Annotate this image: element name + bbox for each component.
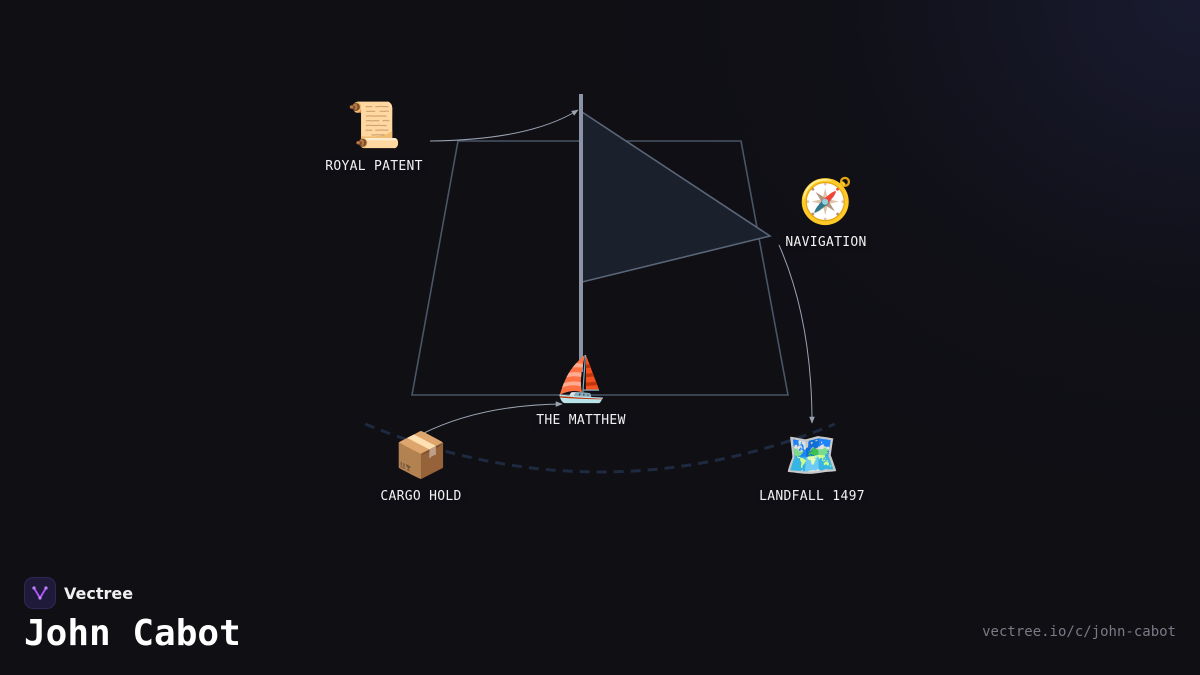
node-cargo-hold: 📦 CARGO HOLD: [376, 430, 466, 505]
sailboat-icon: ⛵: [553, 354, 609, 405]
node-label: CARGO HOLD: [376, 488, 466, 505]
source-url[interactable]: vectree.io/c/john-cabot: [982, 624, 1176, 640]
node-the-matthew: ⛵ THE MATTHEW: [532, 354, 630, 429]
node-label: ROYAL PATENT: [321, 158, 427, 175]
page-title: John Cabot: [24, 613, 241, 654]
scroll-icon: 📜: [346, 100, 402, 151]
sail: [581, 110, 772, 284]
world-map-icon: 🗺️: [784, 430, 840, 481]
hull-outline: [411, 140, 789, 396]
connector-navigation-to-landfall: [778, 244, 815, 424]
node-label: THE MATTHEW: [532, 412, 630, 429]
node-royal-patent: 📜 ROYAL PATENT: [321, 100, 427, 175]
node-navigation: 🧭 NAVIGATION: [781, 176, 871, 251]
vectree-logo-icon: [24, 577, 56, 609]
node-landfall-1497: 🗺️ LANDFALL 1497: [755, 430, 869, 505]
brand-name: Vectree: [64, 583, 134, 603]
node-label: LANDFALL 1497: [755, 488, 869, 505]
compass-icon: 🧭: [798, 176, 854, 227]
connector-cargo-to-matthew: [421, 401, 563, 435]
brand: Vectree: [24, 577, 133, 609]
connector-patent-to-mast: [429, 109, 579, 142]
package-icon: 📦: [393, 430, 449, 481]
node-label: NAVIGATION: [781, 234, 871, 251]
water-line: [364, 422, 836, 474]
